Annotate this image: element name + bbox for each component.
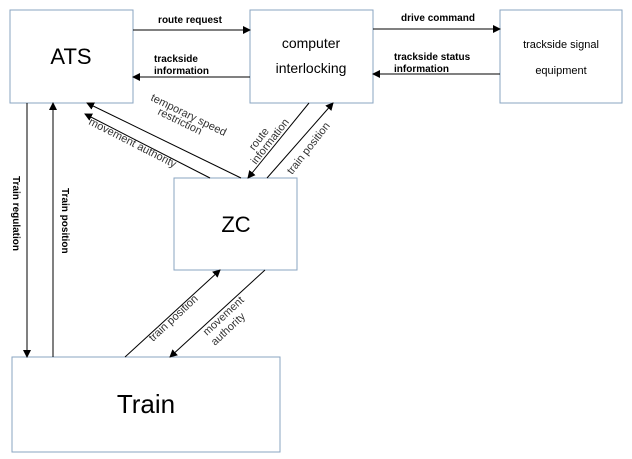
trackside-signal-equipment-label-line1: trackside signal: [523, 39, 599, 51]
movement-authority-ats-label: movement authority: [87, 116, 179, 171]
ats-label: ATS: [50, 44, 91, 69]
trackside-information-label-line2: information: [154, 66, 209, 77]
train-label: Train: [117, 389, 175, 419]
temporary-speed-restriction-arrow: [86, 102, 242, 179]
route-information-arrow: [247, 102, 310, 179]
zc-box: [173, 177, 298, 271]
trackside-status-label-line2: information: [394, 64, 449, 75]
movement-authority-ats-arrow: [84, 113, 211, 179]
train-box: [11, 356, 281, 453]
computer-interlocking-label-line2: interlocking: [276, 60, 347, 76]
train-position-ci-arrow: [266, 102, 334, 179]
trackside-signal-equipment-label-line2: equipment: [535, 65, 586, 77]
train-regulation-label: Train regulation: [10, 176, 21, 251]
train-position-zc-arrow: [124, 269, 221, 358]
train-position-ats-label: Train position: [59, 188, 70, 254]
movement-authority-train-arrow: [169, 269, 266, 358]
computer-interlocking-box: [249, 9, 374, 104]
drive-command-label: drive command: [401, 13, 475, 24]
ats-box: [9, 9, 134, 104]
trackside-signal-equipment-box: [499, 9, 623, 104]
trackside-status-label-line1: trackside status: [394, 52, 471, 63]
route-request-label: route request: [158, 15, 223, 26]
zc-label: ZC: [221, 212, 250, 237]
computer-interlocking-label-line1: computer: [282, 35, 341, 51]
train-position-ci-label: train position: [285, 120, 333, 177]
trackside-information-label-line1: trackside: [154, 54, 198, 65]
